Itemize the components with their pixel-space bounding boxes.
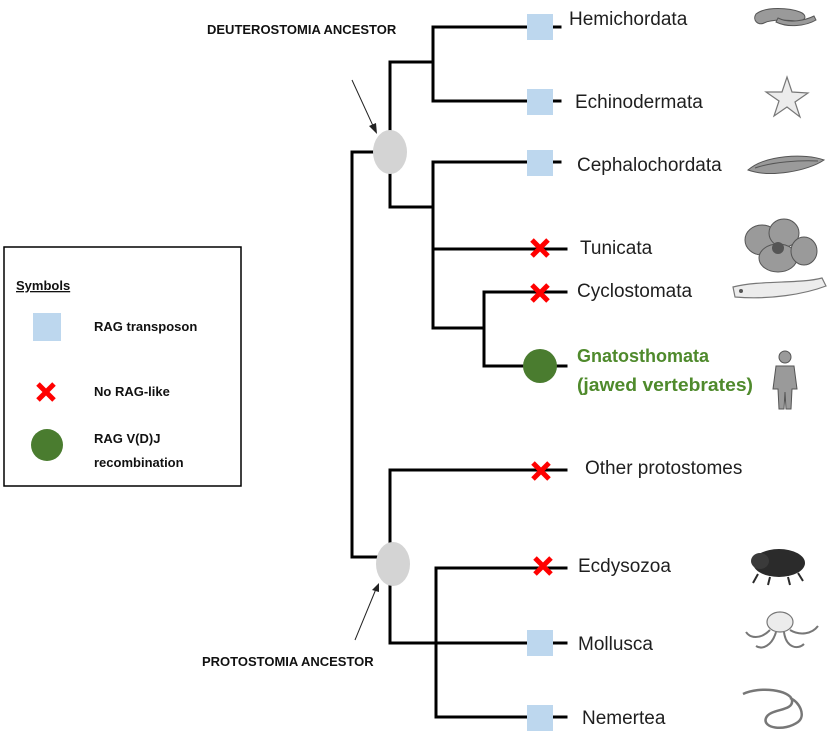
- taxon-cyclostomata: Cyclostomata: [577, 281, 693, 302]
- legend: Symbols RAG transposon No RAG-like RAG V…: [3, 246, 242, 487]
- rag-transposon-marker: [527, 630, 553, 656]
- taxon-cephalochordata: Cephalochordata: [577, 155, 722, 176]
- rag-transposon-marker: [527, 14, 553, 40]
- taxon-echinodermata: Echinodermata: [575, 92, 703, 113]
- rag-transposon-marker: [527, 705, 553, 731]
- legend-rag-transposon-swatch: [33, 313, 61, 341]
- taxon-other-protostomes: Other protostomes: [585, 458, 742, 479]
- taxon-gnathostomata: Gnatosthomata: [577, 346, 710, 366]
- taxon-tunicata: Tunicata: [580, 238, 653, 259]
- deuterostomia-ancestor-label: DEUTEROSTOMIA ANCESTOR: [207, 22, 397, 37]
- lamprey-icon: [732, 277, 827, 299]
- protostomia-ancestor-node: [376, 542, 410, 586]
- tunicate-icon: [744, 218, 818, 273]
- starfish-icon: [764, 75, 810, 119]
- taxon-ecdysozoa: Ecdysozoa: [578, 556, 671, 577]
- human-icon: [772, 350, 798, 410]
- rag-vdj-recombination-marker: [523, 349, 557, 383]
- taxon-gnathostomata-subtitle: (jawed vertebrates): [577, 375, 753, 395]
- legend-no-rag-like-label: No RAG-like: [94, 384, 170, 399]
- legend-rag-transposon-label: RAG transposon: [94, 319, 197, 334]
- protostomia-ancestor-label: PROTOSTOMIA ANCESTOR: [202, 654, 374, 669]
- taxon-hemichordata: Hemichordata: [569, 9, 688, 30]
- legend-rag-vdj-label: RAG V(D)J: [94, 431, 160, 446]
- ribbon-worm-icon: [742, 688, 803, 730]
- no-rag-like-marker: [530, 238, 550, 258]
- taxon-mollusca: Mollusca: [578, 634, 653, 655]
- legend-no-rag-like-swatch: [36, 382, 56, 402]
- legend-rag-vdj-swatch: [31, 429, 63, 461]
- no-rag-like-marker: [531, 461, 551, 481]
- taxon-nemertea: Nemertea: [582, 708, 666, 729]
- beetle-icon: [751, 549, 805, 586]
- no-rag-like-marker: [530, 283, 550, 303]
- hemichordate-worm-icon: [754, 8, 817, 27]
- legend-box: [3, 246, 242, 487]
- deuterostomia-ancestor-arrow: [351, 79, 377, 134]
- rag-transposon-marker: [527, 150, 553, 176]
- octopus-icon: [745, 611, 819, 649]
- legend-title: Symbols: [16, 278, 70, 293]
- deuterostomia-ancestor-node: [373, 130, 407, 174]
- rag-transposon-marker: [527, 89, 553, 115]
- amphioxus-icon: [747, 155, 826, 174]
- protostomia-ancestor-arrow: [354, 583, 379, 641]
- legend-rag-vdj-label-line2: recombination: [94, 455, 184, 470]
- no-rag-like-marker: [533, 556, 553, 576]
